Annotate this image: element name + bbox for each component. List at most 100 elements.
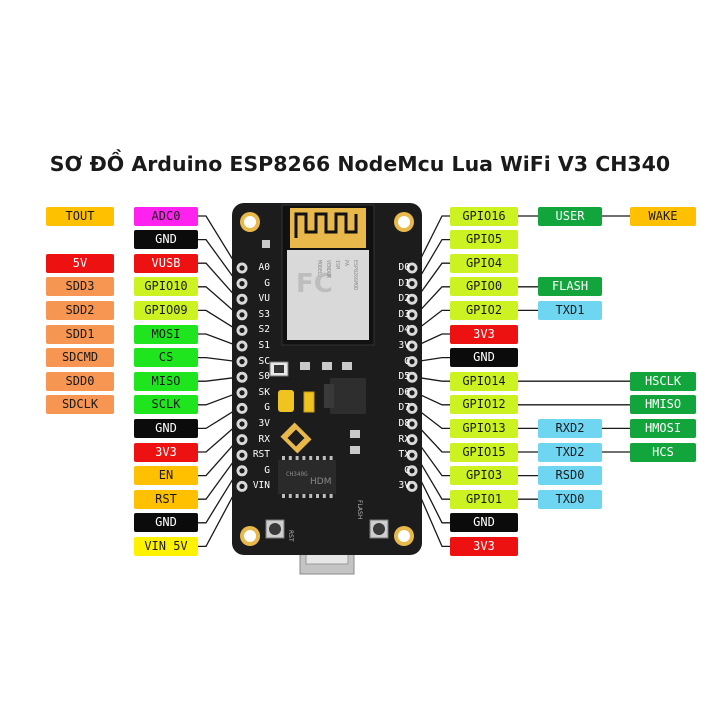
left-label-sdd2: SDD2 (46, 300, 114, 320)
connector-line (415, 423, 450, 453)
right-label-hcs: HCS (630, 442, 696, 462)
right-pin-label: 3V (398, 480, 410, 492)
flash-button[interactable] (369, 519, 389, 539)
left-pin-label: G (264, 277, 270, 289)
left-label-gpio09: GPIO09 (134, 300, 198, 320)
right-label-rxd2: RXD2 (538, 418, 602, 438)
right-label-txd2: TXD2 (538, 442, 602, 462)
left-pin-label: 3V (258, 418, 270, 429)
right-label-gnd: GND (450, 348, 518, 368)
connector-line (198, 215, 239, 269)
connector-line (415, 215, 450, 269)
ch340-chip: CH340G HDM (278, 456, 336, 498)
smd-component (322, 362, 332, 370)
svg-text:FC: FC (296, 269, 333, 299)
left-pin-label: G (264, 402, 270, 414)
left-label-sdd0: SDD0 (46, 371, 114, 391)
right-label-txd0: TXD0 (538, 489, 602, 509)
module-text-line: VENDOR (325, 260, 331, 279)
right-pin-label: D1 (398, 277, 410, 289)
right-pin-label: D4 (398, 324, 410, 336)
left-label-sdcmd: SDCMD (46, 348, 114, 368)
left-label-vin-5v: VIN 5V (134, 536, 198, 556)
smd-component (303, 391, 315, 413)
right-label-gpio16: GPIO16 (450, 206, 518, 226)
left-label-gnd: GND (134, 513, 198, 533)
connector-line (415, 392, 450, 406)
right-label-flash: FLASH (538, 277, 602, 297)
left-label-adc0: ADC0 (134, 206, 198, 226)
left-label-sdd3: SDD3 (46, 277, 114, 297)
left-pin-label: S0 (258, 371, 270, 383)
left-label-gpio10: GPIO10 (134, 277, 198, 297)
connector-line (198, 262, 239, 300)
left-pin-label: VU (258, 293, 270, 305)
right-label-gpio15: GPIO15 (450, 442, 518, 462)
right-pin-label: D5 (398, 371, 410, 383)
connector-line (415, 286, 450, 316)
right-label-gpio4: GPIO4 (450, 253, 518, 273)
connector-line (415, 262, 450, 300)
left-pin-label: S3 (258, 308, 270, 320)
connector-line (415, 486, 450, 548)
right-label-3v3: 3V3 (450, 536, 518, 556)
connector-line (198, 439, 239, 477)
right-label-rsd0: RSD0 (538, 466, 602, 486)
right-label-3v3: 3V3 (450, 324, 518, 344)
right-pin-label: G (404, 355, 410, 367)
left-label-sclk: SCLK (134, 395, 198, 415)
connector-lines (198, 215, 630, 548)
right-pin-label: 3V (398, 340, 410, 351)
connector-line (198, 376, 239, 382)
left-label-miso: MISO (134, 371, 198, 391)
rst-button-label: RST (287, 530, 294, 542)
connector-line (198, 309, 239, 331)
right-pin-label: D8 (398, 418, 410, 429)
connector-line (198, 423, 239, 453)
left-pin-label: RX (258, 433, 270, 445)
right-label-gnd: GND (450, 513, 518, 533)
right-label-gpio2: GPIO2 (450, 300, 518, 320)
right-pin-label: D3 (398, 308, 410, 320)
right-label-gpio3: GPIO3 (450, 466, 518, 486)
module-text-line: PA (343, 260, 349, 266)
capacitor (278, 390, 294, 412)
connector-line (198, 333, 239, 347)
connector-line (415, 309, 450, 331)
rst-button[interactable] (265, 519, 285, 539)
smd-component (350, 446, 360, 454)
right-label-hmosi: HMOSI (630, 418, 696, 438)
left-pin-header (236, 262, 248, 492)
right-label-hmiso: HMISO (630, 395, 696, 415)
left-pin-label: VIN (252, 480, 270, 492)
right-label-user: USER (538, 206, 602, 226)
right-label-gpio0: GPIO0 (450, 277, 518, 297)
connector-line (415, 454, 450, 500)
right-pin-label: D2 (398, 293, 410, 305)
connector-line (415, 470, 450, 524)
module-text-line: ESP8266MOD (352, 260, 358, 290)
smd-component (350, 430, 360, 438)
left-pin-label: G (264, 464, 270, 476)
left-pin-label: S2 (258, 324, 270, 336)
right-label-gpio13: GPIO13 (450, 418, 518, 438)
module-text-line: MODEL (316, 260, 322, 275)
right-pin-label: G (404, 464, 410, 476)
chip-label-1: CH340G (286, 471, 308, 478)
module-text-line: ISM (334, 260, 340, 269)
flash-button-label: FLASH (356, 500, 363, 519)
left-label-vusb: VUSB (134, 253, 198, 273)
left-pin-label: S1 (258, 340, 270, 351)
connector-line (198, 286, 239, 316)
smd-component (300, 362, 310, 370)
right-label-gpio12: GPIO12 (450, 395, 518, 415)
right-pin-label: D0 (398, 262, 410, 273)
connector-line (198, 470, 239, 524)
left-label-mosi: MOSI (134, 324, 198, 344)
left-pin-label: A0 (258, 262, 270, 273)
right-label-wake: WAKE (630, 206, 696, 226)
connector-line (415, 238, 450, 284)
